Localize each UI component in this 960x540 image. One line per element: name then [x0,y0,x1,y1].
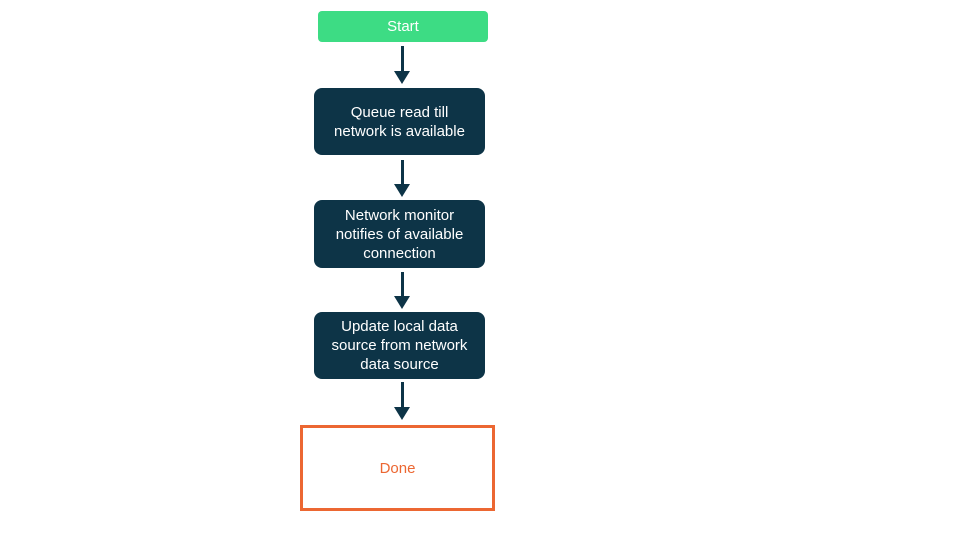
flowchart-node-update-local-data-label: Update local data source from network da… [331,318,468,373]
arrow-head [394,407,410,420]
arrow-head [394,184,410,197]
arrow-down-icon-4 [394,382,410,420]
arrow-stem [400,46,404,71]
flowchart-node-network-monitor: Network monitor notifies of available co… [314,200,485,268]
arrow-head [394,71,410,84]
flowchart-node-done: Done [300,425,495,511]
flowchart-node-queue-read: Queue read till network is available [314,88,485,155]
flowchart-node-done-label: Done [379,459,416,477]
flowchart-node-start-label: Start [387,18,419,35]
flowchart-node-queue-read-label: Queue read till network is available [334,103,465,140]
arrow-down-icon-1 [394,46,410,84]
flowchart-node-network-monitor-label: Network monitor notifies of available co… [335,206,464,262]
arrow-down-icon-2 [394,160,410,197]
flowchart-node-start: Start [318,11,488,42]
arrow-stem [400,382,404,407]
flowchart-node-update-local-data: Update local data source from network da… [314,312,485,379]
arrow-down-icon-3 [394,272,410,309]
arrow-head [394,296,410,309]
arrow-stem [400,272,404,296]
arrow-stem [400,160,404,184]
